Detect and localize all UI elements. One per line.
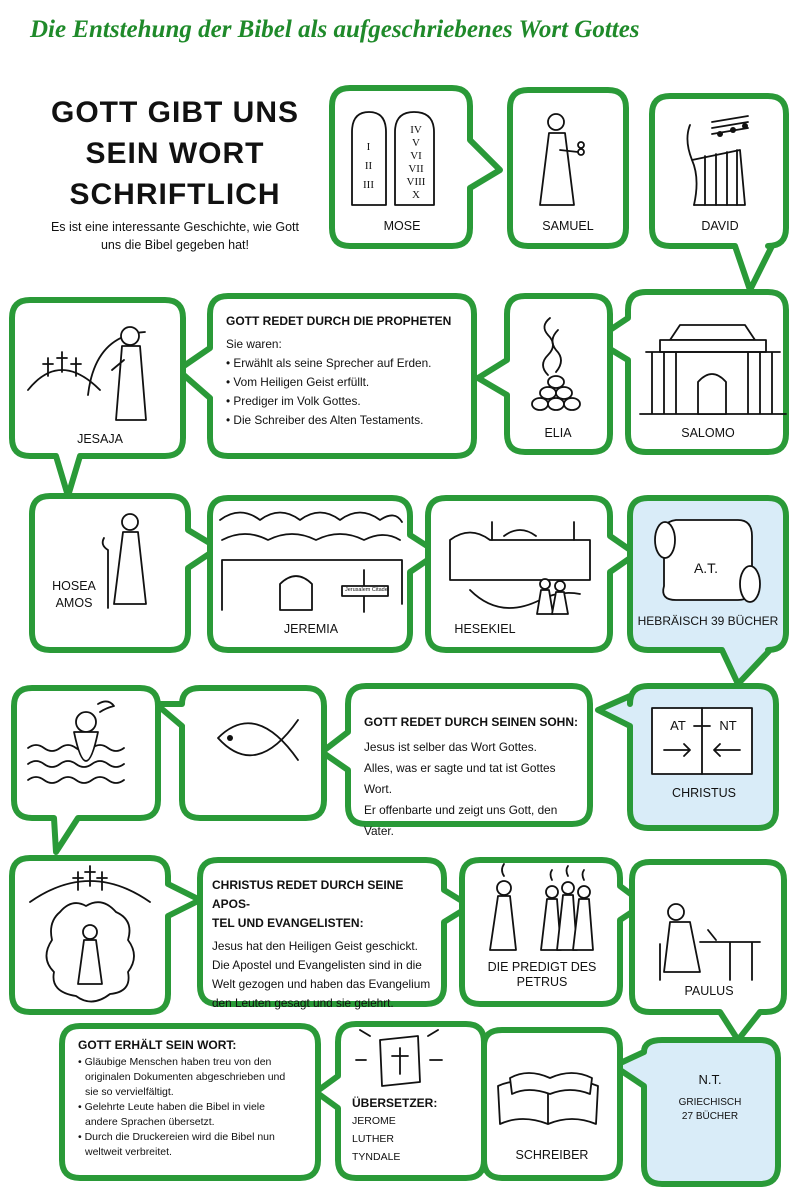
- paulus-writing-icon: [659, 903, 761, 981]
- hesekiel-scene-icon: [449, 521, 591, 615]
- list-item: Jesus ist selber das Wort Gottes.: [364, 740, 537, 754]
- header-title: Die Entstehung der Bibel als aufgeschrie…: [30, 16, 640, 43]
- label-samuel: SAMUEL: [542, 219, 594, 233]
- open-books-icon: [497, 1072, 599, 1125]
- uebersetzer-heading: ÜBERSETZER:: [352, 1096, 438, 1110]
- label-paulus: PAULUS: [684, 984, 734, 998]
- main-title: GOTT GIBT UNS SEIN WORT SCHRIFTLICH: [40, 92, 310, 215]
- tablet-right-numerals: IV V VI VII VIII X: [406, 124, 426, 201]
- list-item: Vom Heiligen Geist erfüllt.: [226, 373, 466, 392]
- frame-jesaja: [9, 297, 186, 499]
- subtitle-line-1: Es ist eine interessante Geschichte, wie…: [50, 220, 300, 234]
- list-item: • Gläubige Menschen haben treu von den o…: [78, 1056, 286, 1098]
- frame-paulus: [629, 859, 787, 1043]
- list-item: Alles, was er sagte und tat ist Gottes W…: [364, 761, 556, 796]
- apostel-line: den Leuten gesagt und sie gelehrt.: [212, 996, 394, 1010]
- label-jeremia: JEREMIA: [283, 622, 339, 636]
- list-item: • Gelehrte Leute haben die Bibel in viel…: [78, 1101, 265, 1128]
- sohn-text: GOTT REDET DURCH SEINEN SOHN: Jesus ist …: [364, 712, 586, 842]
- tablets-icon: [351, 111, 435, 206]
- label-mose: MOSE: [383, 219, 421, 233]
- label-elia: ELIA: [544, 426, 572, 440]
- book-nt-label: NT: [719, 718, 737, 733]
- list-item: Er offenbarte und zeigt uns Gott, den Va…: [364, 803, 558, 838]
- frame-baptism: [11, 685, 161, 855]
- list-item: LUTHER: [352, 1133, 395, 1145]
- propheten-text: GOTT REDET DURCH DIE PROPHETEN Sie waren…: [226, 312, 466, 430]
- baptism-icon: [27, 700, 125, 784]
- label-nt: N.T.: [698, 1072, 722, 1087]
- main-title-line-1: GOTT GIBT UNS: [51, 96, 299, 129]
- frame-nt: [611, 1037, 781, 1187]
- apostel-line: Jesus hat den Heiligen Geist geschickt.: [212, 939, 418, 953]
- frame-sohn: [319, 683, 593, 827]
- label-schreiber: SCHREIBER: [515, 1148, 589, 1162]
- frame-erhaelt: [59, 1023, 321, 1181]
- frame-crucifixion: [9, 855, 203, 1015]
- resurrection-icon: [29, 865, 151, 1003]
- label-hebraeisch: HEBRÄISCH 39 BÜCHER: [637, 614, 779, 628]
- open-book-icon: [651, 707, 753, 775]
- propheten-list: Erwählt als seine Sprecher auf Erden. Vo…: [226, 354, 466, 430]
- frame-david: [649, 93, 789, 293]
- frame-uebersetzer: [313, 1021, 487, 1181]
- label-jesaja: JESAJA: [77, 432, 123, 446]
- frame-apostel: [197, 857, 473, 1007]
- apostles-icon: [489, 863, 594, 951]
- list-item: Erwählt als seine Sprecher auf Erden.: [226, 354, 466, 373]
- label-hosea-amos: HOSEA AMOS: [52, 579, 96, 610]
- apostel-heading-1: CHRISTUS REDET DURCH SEINE APOS-: [212, 878, 404, 911]
- label-at: A.T.: [693, 560, 719, 576]
- list-item: Prediger im Volk Gottes.: [226, 392, 466, 411]
- apostel-line: Welt gezogen und haben das Evangelium: [212, 977, 431, 991]
- label-david: DAVID: [701, 219, 739, 233]
- label-predigt: DIE PREDIGT DES PETRUS: [487, 960, 597, 989]
- tablet-left-numerals: I II III: [363, 141, 374, 191]
- label-griechisch: GRIECHISCH 27 BÜCHER: [678, 1097, 742, 1122]
- apostel-heading-2: TEL UND EVANGELISTEN:: [212, 916, 364, 930]
- main-title-line-2: SEIN WORT: [85, 137, 265, 170]
- temple-icon: [639, 324, 787, 415]
- propheten-intro: Sie waren:: [226, 337, 282, 351]
- frame-jeremia: [207, 495, 441, 653]
- bible-book-icon: [355, 1029, 443, 1087]
- book-at-label: AT: [670, 718, 686, 733]
- scroll-icon: [654, 519, 761, 603]
- apostel-text: CHRISTUS REDET DURCH SEINE APOS- TEL UND…: [212, 876, 440, 1013]
- erhaelt-text: GOTT ERHÄLT SEIN WORT: • Gläubige Mensch…: [78, 1038, 314, 1160]
- samuel-figure-icon: [539, 113, 585, 206]
- sohn-heading: GOTT REDET DURCH SEINEN SOHN:: [364, 715, 579, 729]
- label-hesekiel: HESEKIEL: [454, 622, 516, 636]
- altar-fire-icon: [531, 317, 581, 411]
- uebersetzer-text: ÜBERSETZER: JEROME LUTHER TYNDALE: [352, 1094, 472, 1166]
- harp-music-icon: [686, 115, 749, 206]
- hosea-figure-icon: [101, 513, 147, 609]
- propheten-heading: GOTT REDET DURCH DIE PROPHETEN: [226, 314, 452, 328]
- jesaja-vision-icon: [27, 326, 147, 421]
- list-item: • Durch die Druckereien wird die Bibel n…: [78, 1131, 275, 1158]
- frame-elia: [475, 293, 613, 455]
- label-christus: CHRISTUS: [672, 786, 736, 800]
- intro-subtitle: Es ist eine interessante Geschichte, wie…: [30, 218, 320, 254]
- apostel-line: Die Apostel und Evangelisten sind in die: [212, 958, 422, 972]
- list-item: JEROME: [352, 1115, 396, 1127]
- label-salomo: SALOMO: [681, 426, 735, 440]
- frame-hesekiel: [425, 495, 639, 653]
- main-title-line-3: SCHRIFTLICH: [69, 178, 281, 211]
- erhaelt-heading: GOTT ERHÄLT SEIN WORT:: [78, 1038, 237, 1052]
- subtitle-line-2: uns die Bibel gegeben hat!: [100, 238, 250, 252]
- signpost-text: Jerusalem Citadel: [344, 587, 390, 593]
- list-item: Die Schreiber des Alten Testaments.: [226, 411, 466, 430]
- ichthys-fish-icon: [217, 719, 299, 761]
- jerusalem-city-icon: [219, 511, 403, 613]
- list-item: TYNDALE: [352, 1151, 401, 1163]
